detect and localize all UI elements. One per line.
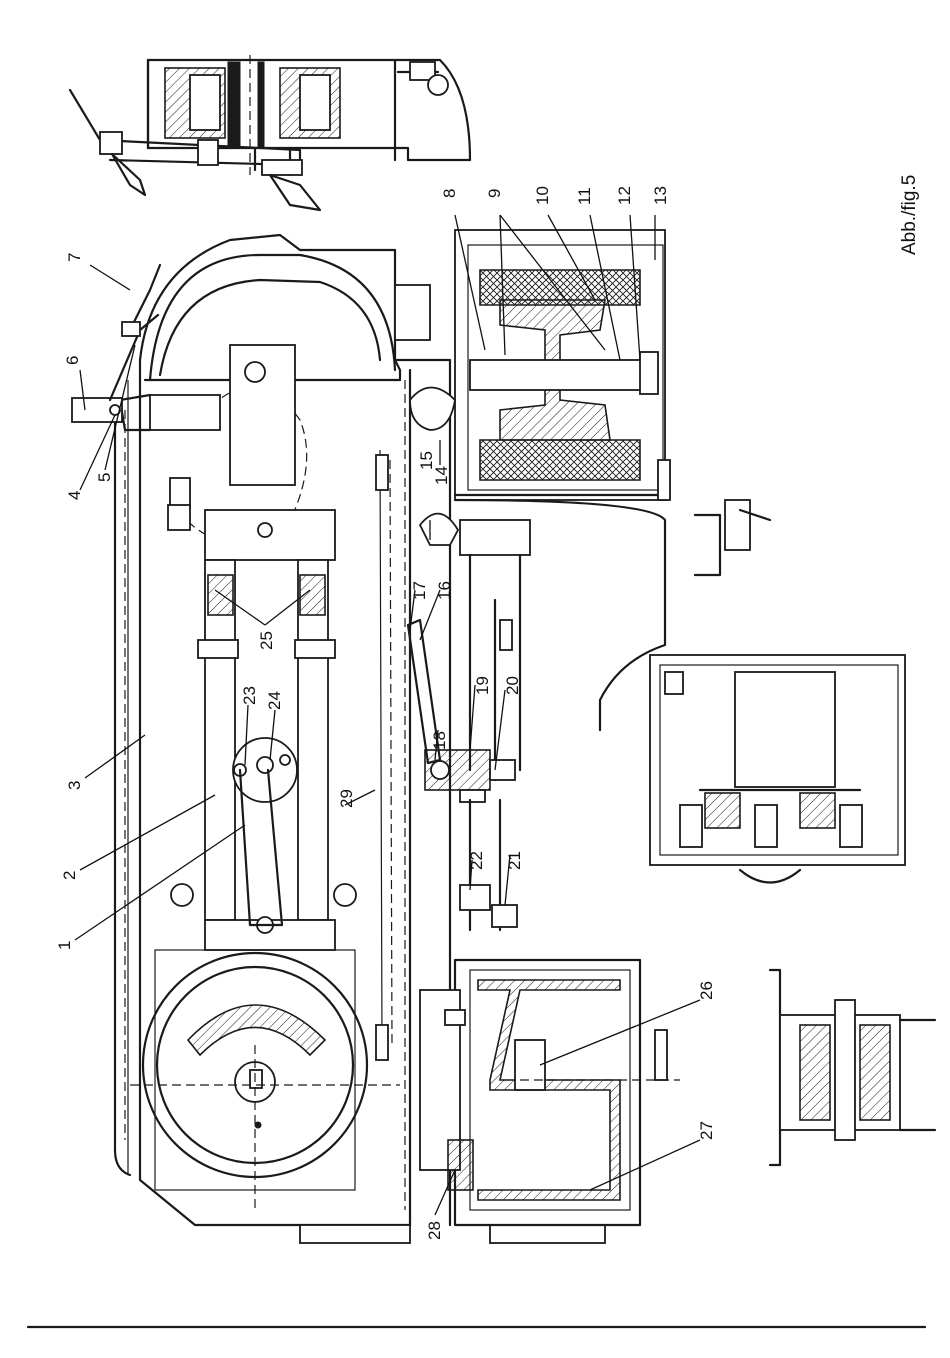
callout-4: 4 <box>65 491 84 500</box>
callout-1: 1 <box>55 941 74 950</box>
side-detail-motor <box>650 655 905 883</box>
callout-20: 20 <box>503 676 522 695</box>
side-detail-bracket <box>695 500 770 575</box>
saw-band <box>380 450 382 1040</box>
callout-29: 29 <box>337 789 356 808</box>
callout-19: 19 <box>473 676 492 695</box>
tension-arms <box>168 478 356 950</box>
callout-11: 11 <box>575 187 594 205</box>
callout-15: 15 <box>417 451 436 470</box>
band-guide-lower <box>376 1025 388 1060</box>
callout-26: 26 <box>697 981 716 1000</box>
callout-9: 9 <box>485 189 504 198</box>
callout-27: 27 <box>697 1121 716 1140</box>
callout-28: 28 <box>425 1221 444 1240</box>
callout-25: 25 <box>257 631 276 650</box>
callout-3: 3 <box>65 781 84 790</box>
callout-6: 6 <box>63 356 82 365</box>
saw-band-guide <box>390 460 392 1045</box>
callout-23: 23 <box>240 686 259 705</box>
callout-12: 12 <box>615 186 634 205</box>
callout-22: 22 <box>467 851 486 870</box>
callout-7: 7 <box>65 253 84 262</box>
callout-16: 16 <box>435 581 454 600</box>
callout-17: 17 <box>410 581 429 600</box>
callout-2: 2 <box>60 871 79 880</box>
gearbox-section <box>420 960 680 1225</box>
upper-wheel <box>120 255 395 545</box>
callout-13: 13 <box>651 186 670 205</box>
upper-levers <box>72 265 160 422</box>
callout-24: 24 <box>265 691 284 710</box>
callout-10: 10 <box>533 186 552 205</box>
side-detail-lower-bracket <box>770 970 935 1165</box>
saw-table-upper <box>455 230 670 730</box>
callout-21: 21 <box>505 851 524 870</box>
band-guide-upper <box>376 455 388 490</box>
top-wheel-section-detail <box>70 55 470 210</box>
callout-18: 18 <box>430 731 449 750</box>
figure-label: Abb./fig.5 <box>899 175 920 255</box>
lower-wheel <box>130 950 400 1210</box>
callout-8: 8 <box>440 189 459 198</box>
callout-5: 5 <box>95 473 114 482</box>
